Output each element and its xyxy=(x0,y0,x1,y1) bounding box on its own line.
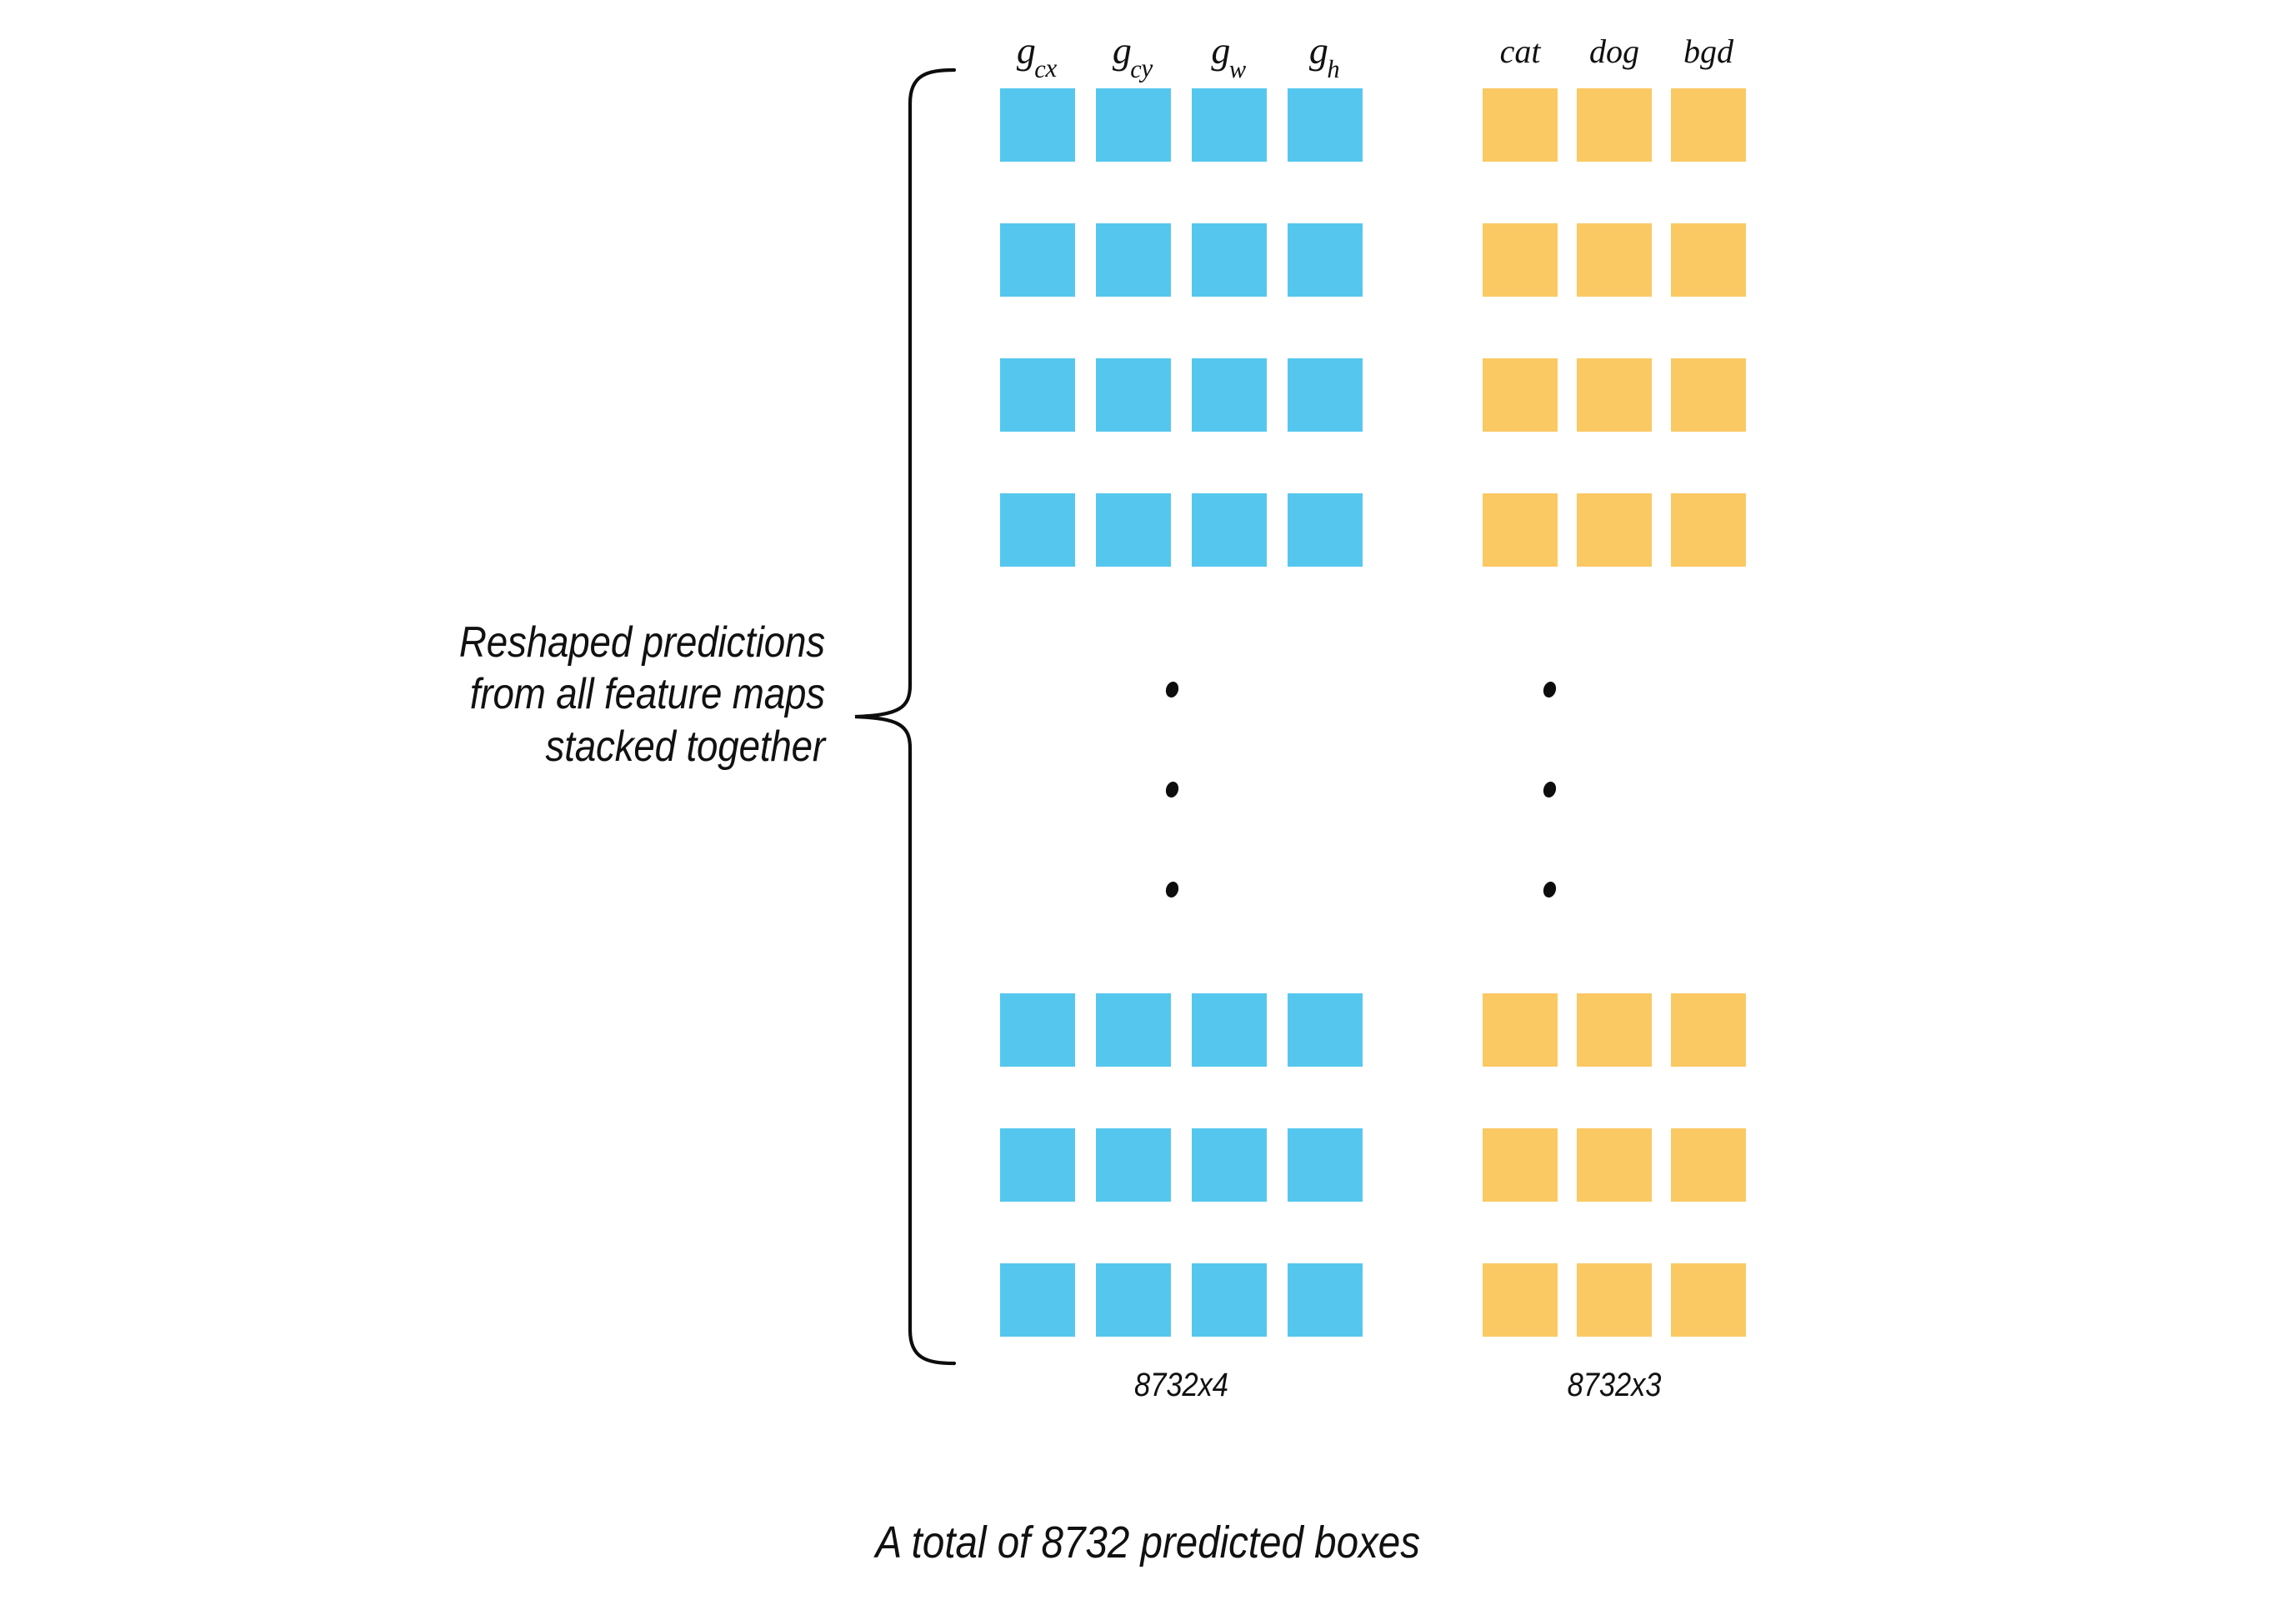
classification-cell xyxy=(1671,1128,1746,1202)
localization-cell xyxy=(1000,88,1075,162)
brace-caption-line-3: stacked together xyxy=(545,722,825,771)
classification-cell xyxy=(1671,1263,1746,1337)
localization-cell xyxy=(1192,493,1267,567)
ellipsis-dot-classification xyxy=(1542,682,1558,698)
localization-cell xyxy=(1192,358,1267,432)
localization-cell xyxy=(1096,1128,1171,1202)
brace-caption: Reshaped predictions from all feature ma… xyxy=(341,617,825,772)
classification-cell xyxy=(1483,223,1558,297)
classification-cell xyxy=(1577,1128,1652,1202)
classification-dimension-label: 8732x3 xyxy=(1567,1367,1662,1403)
total-boxes-caption: A total of 8732 predicted boxes xyxy=(0,1517,2296,1568)
localization-cell xyxy=(1096,88,1171,162)
localization-cell xyxy=(1000,493,1075,567)
localization-dimension-label: 8732x4 xyxy=(1134,1367,1228,1403)
column-header-gcx-subsub: x xyxy=(1045,53,1058,83)
column-header-gw-sub: w xyxy=(1228,54,1247,83)
classification-cell xyxy=(1577,493,1652,567)
localization-cell xyxy=(1192,223,1267,297)
column-header-dog: dog xyxy=(1589,32,1639,70)
classification-cell xyxy=(1577,88,1652,162)
classification-cell xyxy=(1671,493,1746,567)
classification-cell xyxy=(1671,223,1746,297)
localization-cell xyxy=(1288,1128,1363,1202)
classification-cell xyxy=(1577,993,1652,1067)
localization-cell xyxy=(1000,993,1075,1067)
classification-cell xyxy=(1577,1263,1652,1337)
classification-cell xyxy=(1483,358,1558,432)
column-header-gcy-sub: c xyxy=(1130,54,1142,83)
column-header-gcx-sub: c xyxy=(1034,54,1046,83)
localization-cell xyxy=(1192,993,1267,1067)
column-header-gh-sub: h xyxy=(1327,54,1340,83)
ellipsis-dot-localization xyxy=(1164,682,1180,698)
localization-cell xyxy=(1192,1263,1267,1337)
localization-cell xyxy=(1096,1263,1171,1337)
ellipsis-dot-classification xyxy=(1542,882,1558,898)
localization-cell xyxy=(1288,358,1363,432)
column-header-gcy: gcy xyxy=(1096,29,1171,82)
classification-cell xyxy=(1577,358,1652,432)
ellipsis-dot-localization xyxy=(1164,782,1180,798)
localization-cell xyxy=(1288,223,1363,297)
classification-cell xyxy=(1577,223,1652,297)
column-header-gcx-base: g xyxy=(1016,29,1036,72)
localization-cell xyxy=(1096,223,1171,297)
total-boxes-caption-text: A total of 8732 predicted boxes xyxy=(875,1518,1421,1568)
column-header-gcy-base: g xyxy=(1112,29,1132,72)
localization-cell xyxy=(1288,993,1363,1067)
localization-cell xyxy=(1096,493,1171,567)
ellipsis-dot-localization xyxy=(1164,882,1180,898)
column-header-gh: gh xyxy=(1288,29,1363,82)
column-header-bgd: bgd xyxy=(1683,32,1733,70)
classification-cell xyxy=(1671,993,1746,1067)
localization-cell xyxy=(1000,358,1075,432)
column-header-gcy-subsub: y xyxy=(1141,53,1153,83)
classification-cell xyxy=(1483,1128,1558,1202)
column-header-gw: gw xyxy=(1192,29,1267,82)
localization-cell xyxy=(1288,493,1363,567)
classification-cell xyxy=(1671,88,1746,162)
localization-cell xyxy=(1288,1263,1363,1337)
classification-cell xyxy=(1671,358,1746,432)
localization-cell xyxy=(1288,88,1363,162)
brace-caption-line-2: from all feature maps xyxy=(469,670,825,719)
localization-cell xyxy=(1000,1128,1075,1202)
localization-cell xyxy=(1096,993,1171,1067)
localization-cell xyxy=(1000,1263,1075,1337)
localization-cell xyxy=(1096,358,1171,432)
column-header-gh-base: g xyxy=(1308,29,1328,72)
column-header-gw-base: g xyxy=(1211,29,1231,72)
brace-caption-line-1: Reshaped predictions xyxy=(458,618,825,667)
classification-cell xyxy=(1483,88,1558,162)
classification-cell xyxy=(1483,993,1558,1067)
classification-cell xyxy=(1483,1263,1558,1337)
column-header-cat: cat xyxy=(1499,32,1541,70)
classification-cell xyxy=(1483,493,1558,567)
localization-cell xyxy=(1000,223,1075,297)
column-header-gcx: gcx xyxy=(1000,29,1075,82)
localization-cell xyxy=(1192,1128,1267,1202)
localization-cell xyxy=(1192,88,1267,162)
ellipsis-dot-classification xyxy=(1542,782,1558,798)
grouping-brace xyxy=(854,68,957,1366)
